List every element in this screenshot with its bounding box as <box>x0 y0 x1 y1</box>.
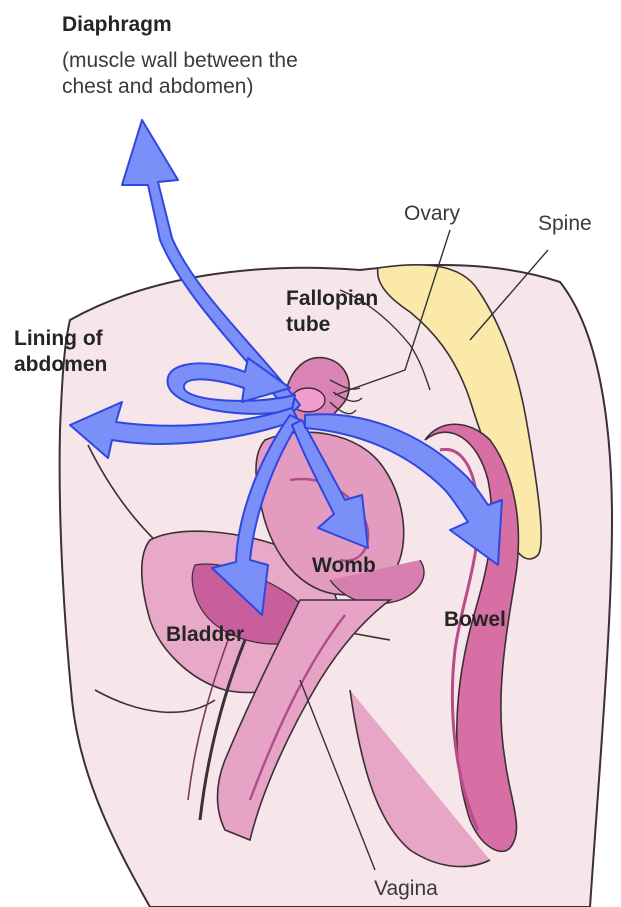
diaphragm-note-line1: (muscle wall between the <box>62 48 298 74</box>
diaphragm-title: Diaphragm <box>62 12 172 38</box>
womb-label: Womb <box>312 553 376 579</box>
bladder-label: Bladder <box>166 622 244 648</box>
lining-label-line2: abdomen <box>14 352 107 378</box>
fallopian-tube-label: Fallopian tube <box>286 286 378 337</box>
lining-label-line1: Lining of <box>14 326 107 352</box>
diaphragm-note: (muscle wall between the chest and abdom… <box>62 48 298 99</box>
spine-label: Spine <box>538 211 592 237</box>
ovary-label: Ovary <box>404 201 460 227</box>
lining-of-abdomen-label: Lining of abdomen <box>14 326 107 377</box>
diaphragm-note-line2: chest and abdomen) <box>62 74 298 100</box>
fallopian-label-line1: Fallopian <box>286 286 378 312</box>
vagina-label: Vagina <box>374 876 438 902</box>
fallopian-label-line2: tube <box>286 312 378 338</box>
bowel-label: Bowel <box>444 607 506 633</box>
